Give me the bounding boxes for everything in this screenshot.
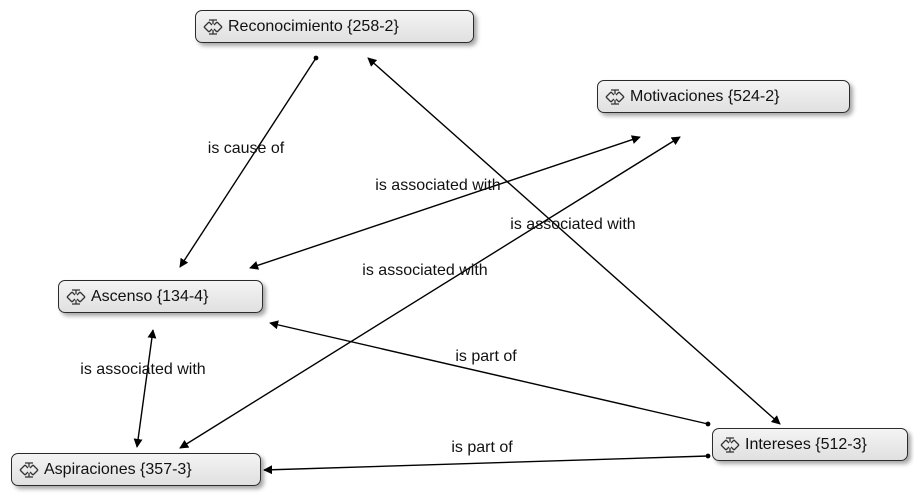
edge-label-is-cause-of: is cause of (207, 140, 285, 157)
node-ascenso[interactable]: Ascenso {134-4} (58, 280, 263, 313)
code-family-icon (203, 18, 223, 35)
code-family-icon (720, 436, 740, 453)
edge-label-is-associated-with: is associated with (510, 216, 636, 233)
node-label: Ascenso {134-4} (91, 287, 209, 305)
edge-label-is-part-of: is part of (455, 348, 517, 365)
edge-label-is-associated-with: is associated with (362, 262, 488, 279)
edge-label-is-part-of: is part of (451, 439, 513, 456)
code-family-icon (605, 88, 625, 105)
edge-label-is-associated-with: is associated with (375, 177, 501, 194)
node-motivaciones[interactable]: Motivaciones {524-2} (597, 80, 850, 113)
edge-aspiraciones-motivaciones[interactable] (179, 136, 681, 449)
node-label: Intereses {512-3} (745, 435, 867, 453)
node-label: Motivaciones {524-2} (630, 87, 780, 105)
edge-intereses-ascenso[interactable] (269, 320, 711, 427)
edge-label-is-associated-with: is associated with (80, 361, 206, 378)
edge-reconocimiento-ascenso[interactable] (179, 55, 319, 268)
node-label: Reconocimiento {258-2} (228, 17, 399, 35)
code-family-icon (19, 461, 39, 478)
node-label: Aspiraciones {357-3} (44, 460, 192, 478)
node-intereses[interactable]: Intereses {512-3} (712, 428, 908, 461)
code-family-icon (66, 288, 86, 305)
node-reconocimiento[interactable]: Reconocimiento {258-2} (195, 10, 474, 43)
node-aspiraciones[interactable]: Aspiraciones {357-3} (11, 453, 261, 486)
edge-intereses-aspiraciones[interactable] (263, 453, 711, 475)
edge-ascenso-aspiraciones[interactable] (133, 329, 157, 448)
